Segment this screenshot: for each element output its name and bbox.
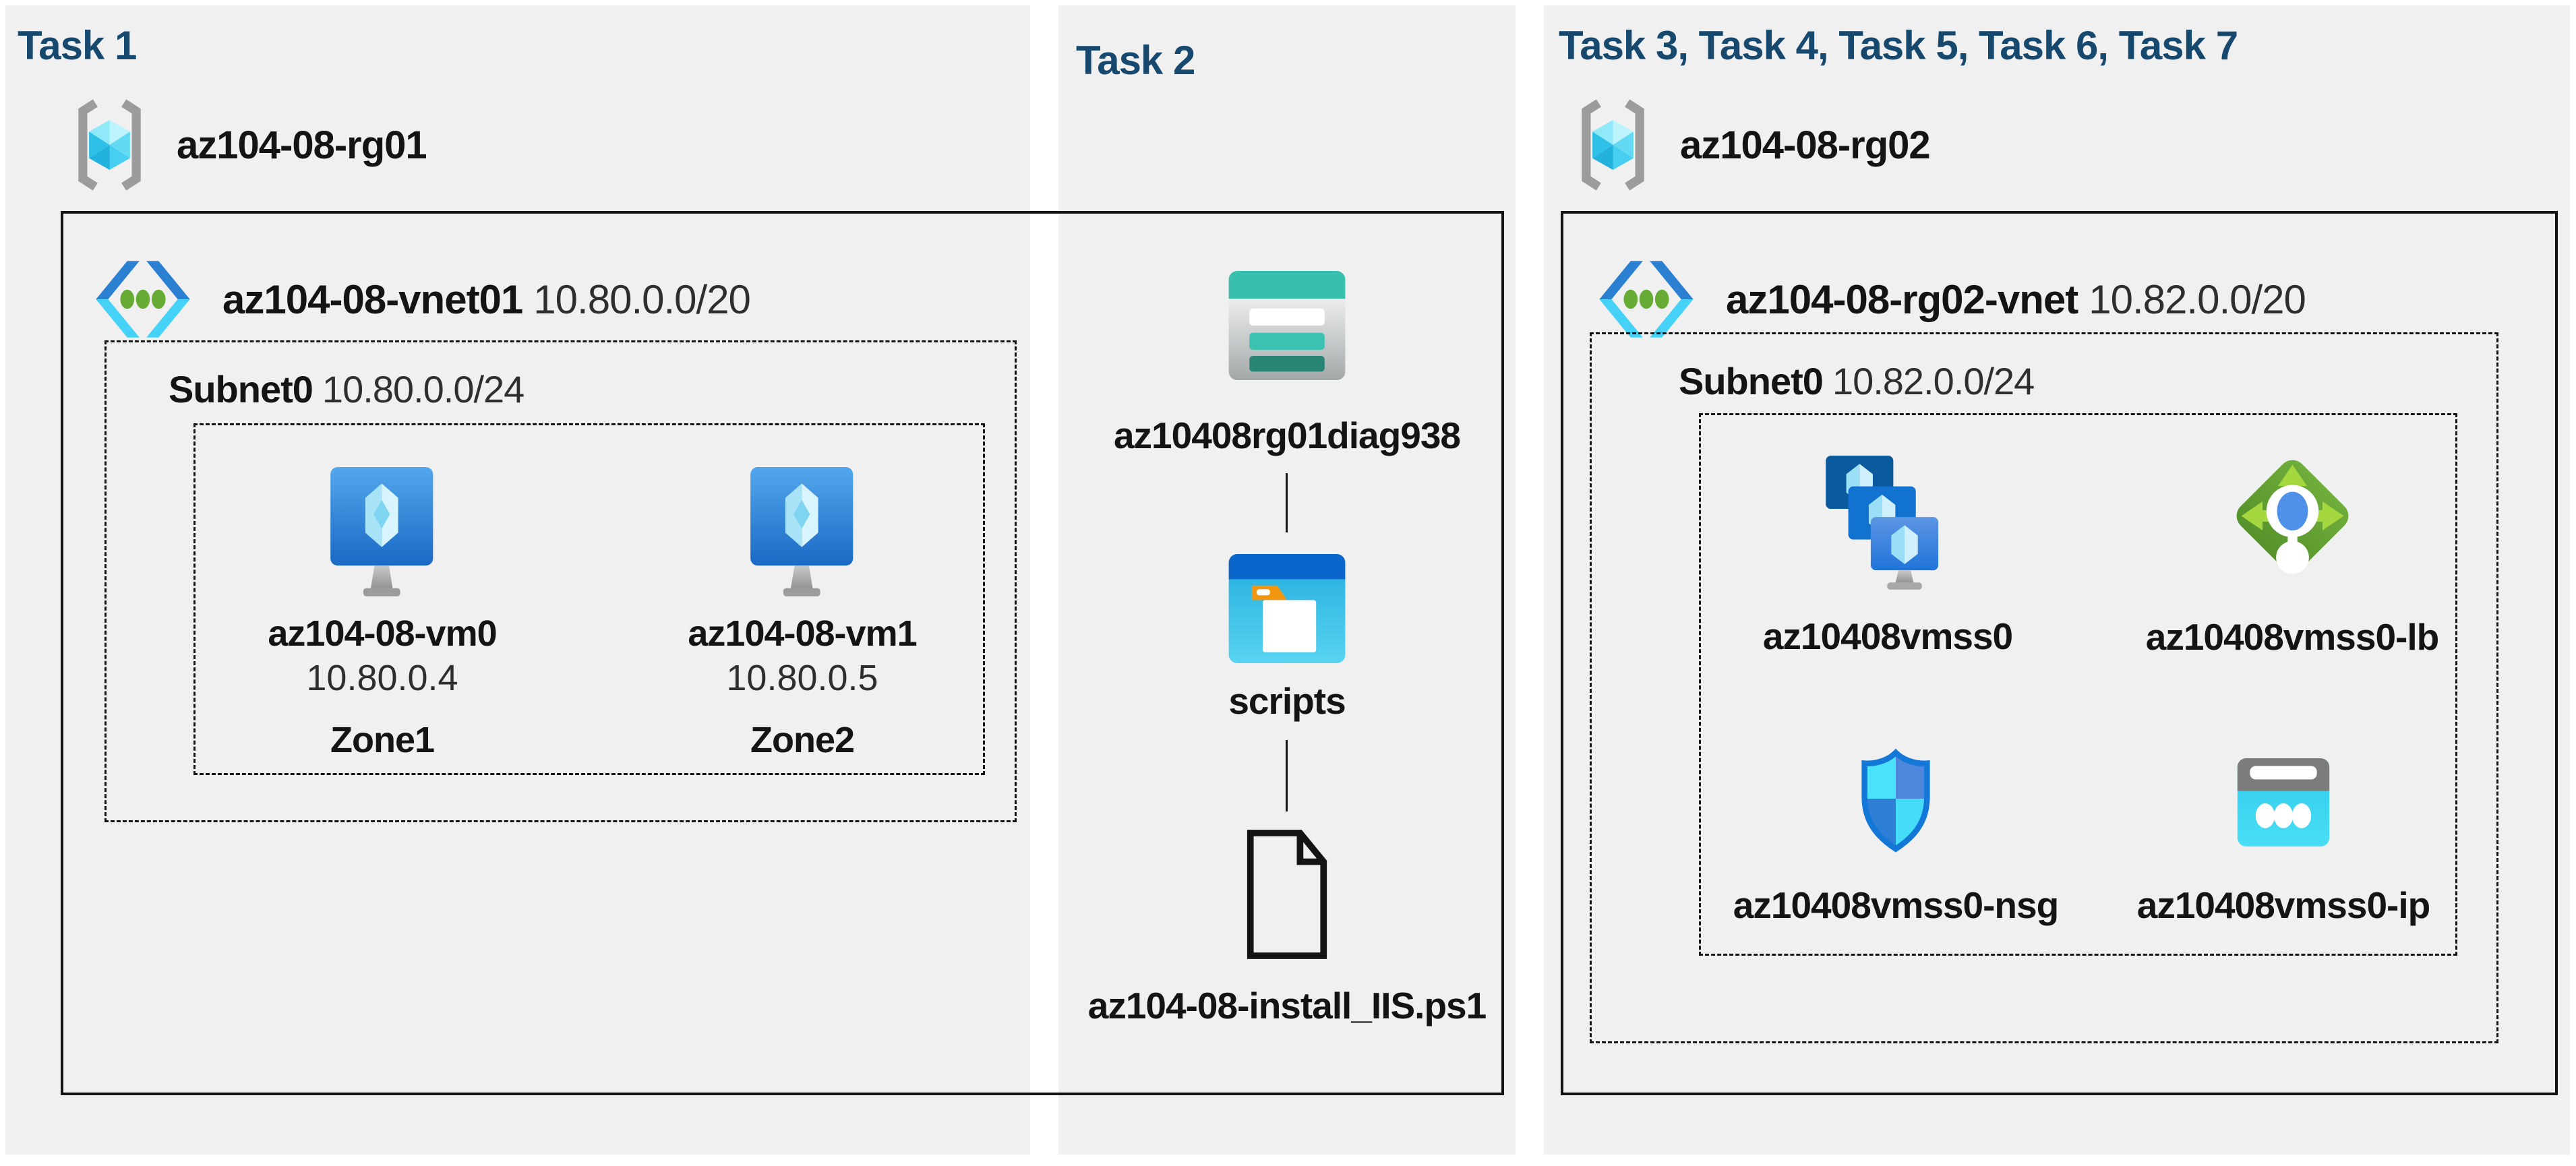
file-icon	[1245, 828, 1329, 961]
vmss-name: az10408vmss0	[1762, 615, 2013, 657]
vnet-cidr: 10.80.0.0/20	[533, 276, 751, 322]
vm-name: az104-08-vm1	[688, 613, 917, 654]
storage-account-name: az10408rg01diag938	[1113, 415, 1461, 456]
subnet2-dashed-box	[1590, 332, 2498, 1043]
container-name: scripts	[1228, 680, 1346, 722]
connector-line	[1286, 473, 1288, 532]
script-file-name: az104-08-install_IIS.ps1	[1087, 985, 1487, 1026]
subnet1-dashed-box	[104, 340, 1017, 822]
resource-group-icon	[64, 98, 155, 192]
public-ip-group: az10408vmss0-ip	[2095, 756, 2472, 927]
vm-name: az104-08-vm0	[268, 613, 497, 654]
resource-group-name: az104-08-rg02	[1680, 123, 1931, 167]
vm0-group: az104-08-vm0 10.80.0.4 Zone1	[234, 465, 531, 761]
resource-group-icon	[1567, 98, 1658, 192]
storage-account-group: az10408rg01diag938	[1051, 268, 1523, 457]
public-ip-icon	[2236, 756, 2331, 849]
load-balancer-name: az10408vmss0-lb	[2145, 616, 2439, 658]
panel-task1	[5, 5, 1030, 1155]
panel-task3	[1544, 5, 2570, 1155]
nsg-name: az10408vmss0-nsg	[1733, 884, 2059, 926]
subnet-cidr: 10.80.0.0/24	[322, 368, 525, 410]
load-balancer-icon	[2220, 443, 2365, 588]
storage-account-icon	[1226, 268, 1348, 383]
virtual-network-icon	[1592, 255, 1700, 344]
subnet-name: Subnet0	[169, 368, 313, 410]
resource-group-rg01: az104-08-rg01	[64, 98, 427, 192]
load-balancer-group: az10408vmss0-lb	[2103, 443, 2481, 658]
vm-zone: Zone1	[330, 720, 435, 760]
public-ip-name: az10408vmss0-ip	[2136, 884, 2430, 926]
blob-container-group: scripts	[1051, 551, 1523, 723]
task1-header: Task 1	[18, 23, 137, 68]
nsg-icon	[1855, 741, 1937, 859]
script-file-group: az104-08-install_IIS.ps1	[1051, 828, 1523, 1027]
subnet-name: Subnet0	[1679, 360, 1824, 402]
vnet-name: az104-08-vnet01	[222, 276, 523, 322]
vm-ip: 10.80.0.5	[726, 658, 878, 698]
virtual-network-icon	[89, 255, 197, 344]
vnet-cidr: 10.82.0.0/20	[2089, 276, 2306, 322]
task2-header: Task 2	[1076, 38, 1195, 83]
vnet1-boundary-box	[61, 211, 1504, 1095]
vm-ip: 10.80.0.4	[306, 658, 458, 698]
resource-group-name: az104-08-rg01	[177, 123, 427, 167]
vmss-group-dashed-box	[1699, 413, 2457, 956]
virtual-machine-icon	[328, 465, 436, 609]
vm-zone: Zone2	[750, 720, 855, 760]
nsg-group: az10408vmss0-nsg	[1707, 741, 2085, 927]
resource-group-rg02: az104-08-rg02	[1567, 98, 1931, 192]
blob-container-icon	[1226, 551, 1348, 666]
vmss-group: az10408vmss0	[1699, 448, 2076, 658]
virtual-machine-icon	[748, 465, 856, 609]
vmss-icon	[1824, 448, 1952, 596]
connector-line	[1286, 740, 1288, 811]
vm1-group: az104-08-vm1 10.80.0.5 Zone2	[654, 465, 951, 761]
vnet-name: az104-08-rg02-vnet	[1726, 276, 2078, 322]
subnet-cidr: 10.82.0.0/24	[1832, 360, 2035, 402]
vnet2-boundary-box	[1561, 211, 2558, 1095]
zone-group-dashed-box	[193, 423, 985, 775]
task3-header: Task 3, Task 4, Task 5, Task 6, Task 7	[1559, 23, 2238, 68]
